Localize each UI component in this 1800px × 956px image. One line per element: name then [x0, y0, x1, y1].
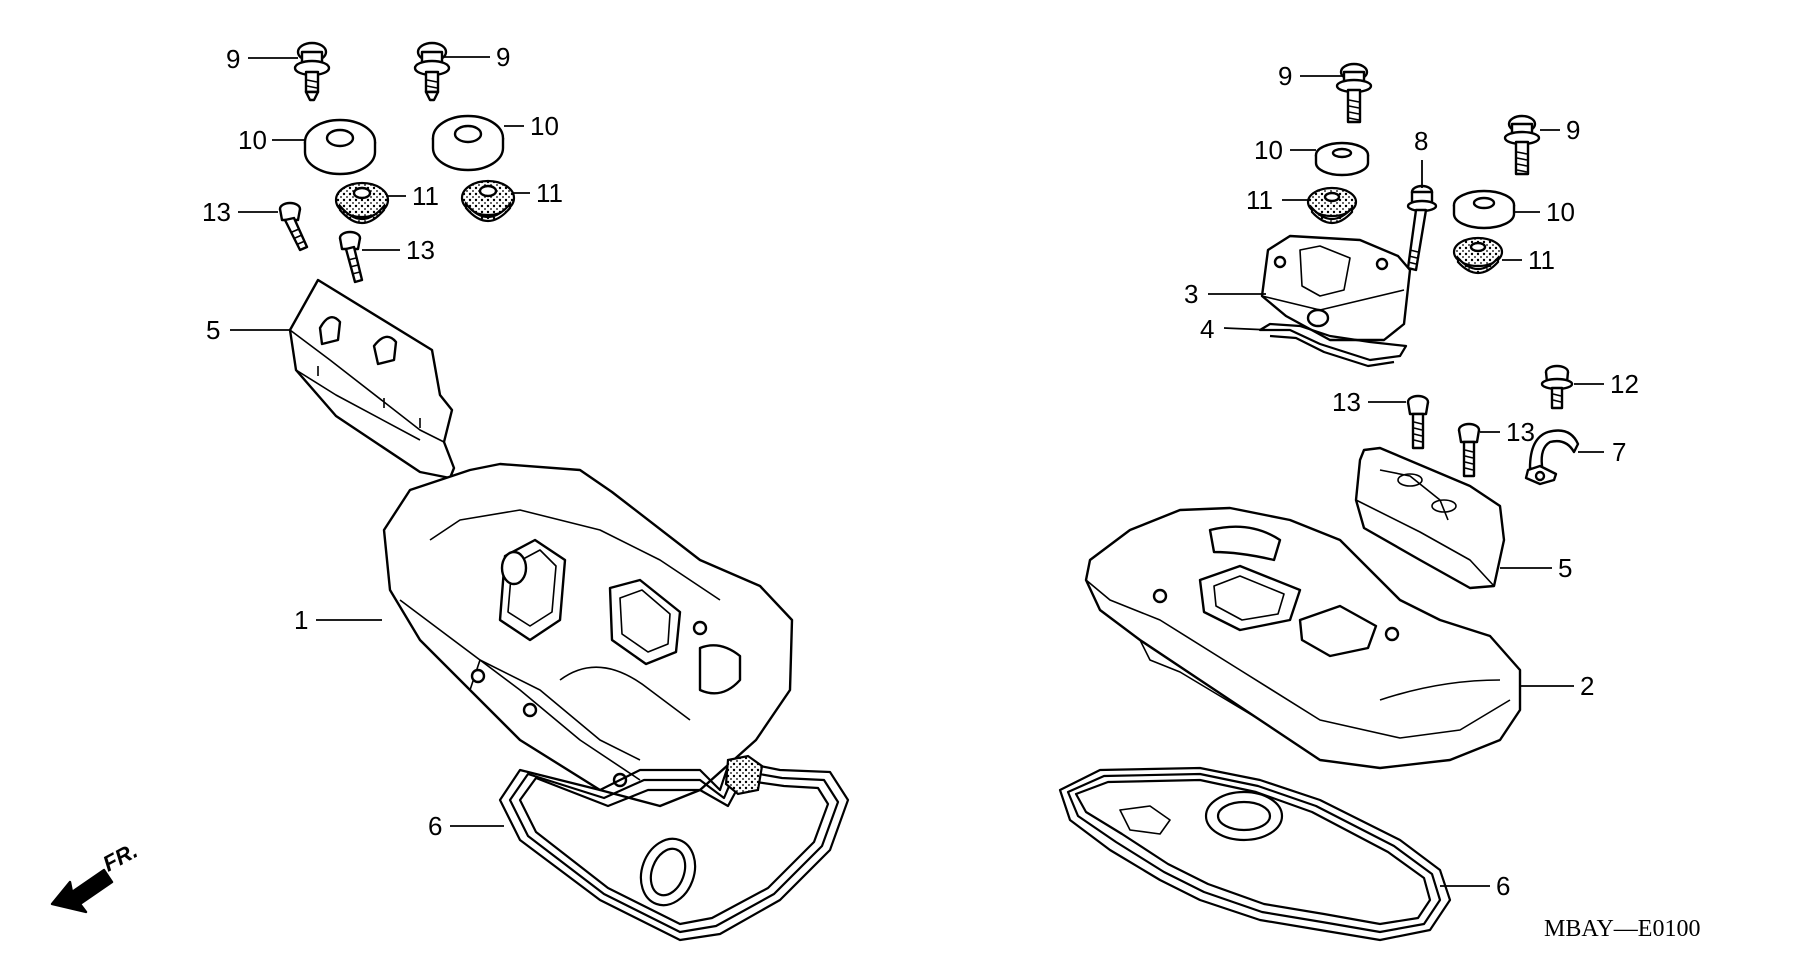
- gasket-6-left: [498, 754, 850, 942]
- callout-9: 9: [1278, 61, 1292, 91]
- callout-10: 10: [238, 125, 267, 155]
- callout-9: 9: [226, 44, 240, 74]
- callout-3: 3: [1184, 279, 1198, 309]
- callout-5: 5: [206, 315, 220, 345]
- callout-11: 11: [536, 178, 563, 208]
- cover-plate-5-right: [1354, 446, 1506, 590]
- callout-5: 5: [1558, 553, 1572, 583]
- washer-10-left-a: [303, 118, 377, 176]
- callout-7: 7: [1612, 437, 1626, 467]
- bolt-9-left-a: [293, 41, 331, 102]
- callout-13: 13: [406, 235, 435, 265]
- callout-9: 9: [1566, 115, 1580, 145]
- washer-10-right-a: [1314, 141, 1370, 177]
- callout-13: 13: [202, 197, 231, 227]
- gasket-4: [1258, 322, 1408, 368]
- gasket-6-right: [1058, 766, 1452, 942]
- cylinder-head-cover-1: [382, 462, 794, 808]
- bolt-13-right-b: [1457, 422, 1481, 478]
- callout-10: 10: [1254, 135, 1283, 165]
- bolt-13-right-a: [1406, 394, 1430, 450]
- callout-11: 11: [412, 181, 439, 211]
- callout-13: 13: [1506, 417, 1535, 447]
- cover-plate-5-left: [288, 278, 456, 480]
- breather-cover-3: [1260, 234, 1412, 342]
- callout-1: 1: [294, 605, 308, 635]
- bolt-9-left-b: [413, 41, 451, 102]
- clamp-7: [1524, 429, 1580, 486]
- callout-9: 9: [496, 42, 510, 72]
- callout-6: 6: [1496, 871, 1510, 901]
- callout-8: 8: [1414, 126, 1428, 156]
- callout-12: 12: [1610, 369, 1639, 399]
- leader-lines: [230, 56, 1604, 887]
- grommet-11-left-a: [334, 181, 390, 225]
- callout-11: 11: [1246, 185, 1273, 215]
- cylinder-head-cover-2: [1084, 506, 1522, 770]
- callout-10: 10: [530, 111, 559, 141]
- callout-10: 10: [1546, 197, 1575, 227]
- front-direction-arrow: [50, 868, 114, 914]
- bolt-9-right-b: [1503, 114, 1541, 176]
- washer-10-left-b: [431, 114, 505, 172]
- bolt-13-left-b: [338, 230, 364, 284]
- washer-10-right-b: [1452, 189, 1516, 230]
- bolt-8: [1406, 184, 1438, 272]
- callout-6: 6: [428, 811, 442, 841]
- bolt-9-right-a: [1335, 62, 1373, 124]
- bolt-13-left-a: [278, 201, 309, 252]
- bolt-12: [1540, 364, 1574, 410]
- callout-4: 4: [1200, 314, 1214, 344]
- diagram-code: MBAY—E0100: [1544, 916, 1700, 942]
- grommet-11-right-b: [1452, 236, 1504, 275]
- callout-2: 2: [1580, 671, 1594, 701]
- grommet-11-right-a: [1306, 186, 1358, 225]
- callout-11: 11: [1528, 245, 1555, 275]
- grommet-11-left-b: [460, 179, 516, 223]
- callout-13: 13: [1332, 387, 1361, 417]
